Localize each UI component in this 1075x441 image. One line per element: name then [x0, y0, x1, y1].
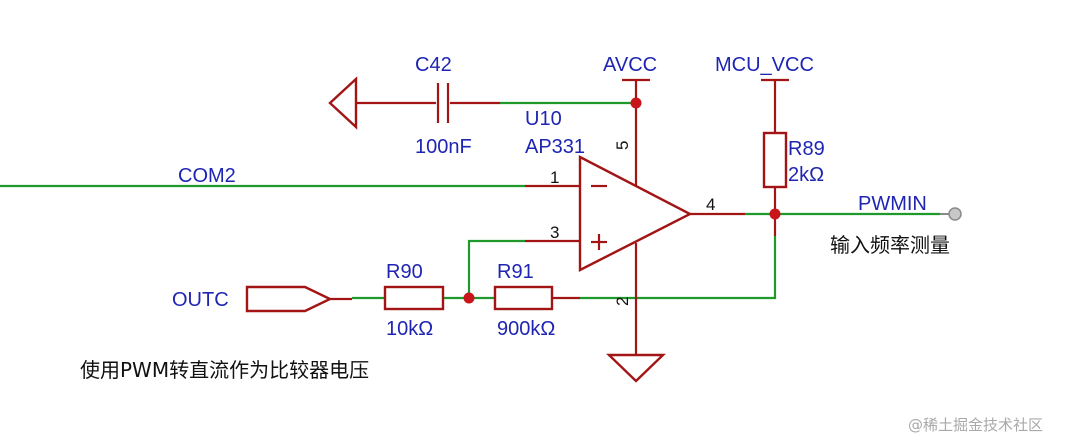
- r90-value-label: 10kΩ: [386, 318, 433, 340]
- pin5-label: 5: [613, 141, 632, 150]
- pin1-label: 1: [550, 168, 559, 187]
- r90-ref-label: R90: [386, 261, 423, 283]
- r89-ref-label: R89: [788, 138, 825, 160]
- wire-feedback: [580, 236, 777, 300]
- pwmin-terminal-icon: [948, 207, 962, 221]
- resistor-r89: [761, 78, 789, 236]
- resistor-r90: [383, 285, 445, 311]
- capacitor-c42: [436, 83, 500, 123]
- junction-avcc: [630, 97, 642, 109]
- resistor-r91: [493, 285, 580, 311]
- pin3-label: 3: [550, 223, 559, 242]
- wire-plus-input: [467, 239, 525, 298]
- outc-net-label: OUTC: [172, 289, 229, 311]
- pin2-label: 2: [613, 297, 632, 306]
- comparator-note: 使用PWM转直流作为比较器电压: [80, 358, 369, 382]
- com2-net-label: COM2: [178, 165, 236, 187]
- avcc-net-label: AVCC: [603, 54, 657, 76]
- mcu-vcc-net-label: MCU_VCC: [715, 54, 814, 76]
- r91-value-label: 900kΩ: [497, 318, 555, 340]
- junction-r90-r91: [463, 292, 475, 304]
- ground-left-icon: [328, 76, 436, 130]
- junctions: [463, 97, 781, 304]
- junction-pwmin: [769, 208, 781, 220]
- wires: [0, 101, 940, 300]
- opamp-triangle: [578, 155, 693, 272]
- c42-value-label: 100nF: [415, 136, 472, 158]
- port-outc-icon: [245, 285, 352, 313]
- r91-ref-label: R91: [497, 261, 534, 283]
- u10-ref-label: U10: [525, 108, 562, 130]
- pwmin-note: 输入频率测量: [830, 233, 950, 257]
- watermark: @稀土掘金技术社区: [908, 416, 1043, 434]
- pin4-label: 4: [706, 195, 715, 214]
- r89-value-label: 2kΩ: [788, 164, 824, 186]
- u10-part-label: AP331: [525, 136, 585, 158]
- pwmin-net-label: PWMIN: [858, 193, 927, 215]
- c42-ref-label: C42: [415, 54, 452, 76]
- ground-bottom-icon: [606, 353, 666, 383]
